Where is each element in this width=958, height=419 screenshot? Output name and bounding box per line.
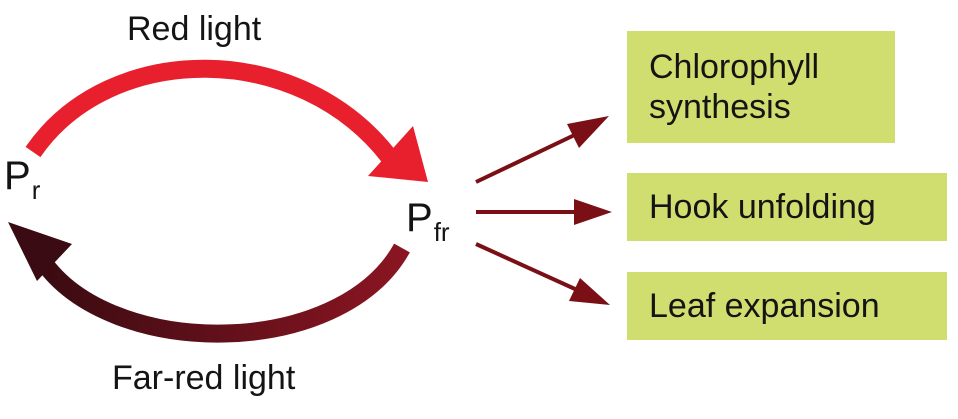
pfr-subscript: fr [433, 217, 450, 247]
red-light-arrow-shaft [25, 59, 398, 164]
hook-unfolding-text: Hook unfolding [649, 188, 876, 226]
red-light-arrow-head [368, 126, 428, 182]
leaf-expansion-box: Leaf expansion [627, 272, 947, 340]
far-red-light-label: Far-red light [112, 359, 296, 397]
chlorophyll-line-2: synthesis [649, 88, 791, 126]
chlorophyll-synthesis-box: Chlorophyll synthesis [627, 31, 895, 143]
hook-unfolding-box: Hook unfolding [627, 173, 947, 241]
red-light-label: Red light [127, 10, 262, 48]
far-red-light-arrow-head [8, 222, 72, 281]
far-red-light-arrow-shaft [34, 243, 410, 343]
arrow-to-chlorophyll-head [567, 116, 609, 148]
arrow-to-hook-head [574, 199, 612, 225]
pr-subscript: r [31, 175, 41, 205]
pfr-label: Pfr [406, 196, 450, 245]
chlorophyll-line-1: Chlorophyll [649, 48, 820, 86]
arrow-to-leaf-head [569, 278, 610, 305]
response-arrows [475, 116, 612, 305]
leaf-expansion-text: Leaf expansion [649, 287, 880, 325]
arrow-to-chlorophyll-shaft [475, 128, 586, 184]
pr-base: P [4, 154, 31, 198]
pr-label: Pr [4, 154, 40, 203]
pfr-base: P [406, 196, 433, 240]
arrow-to-leaf-shaft [475, 242, 587, 296]
